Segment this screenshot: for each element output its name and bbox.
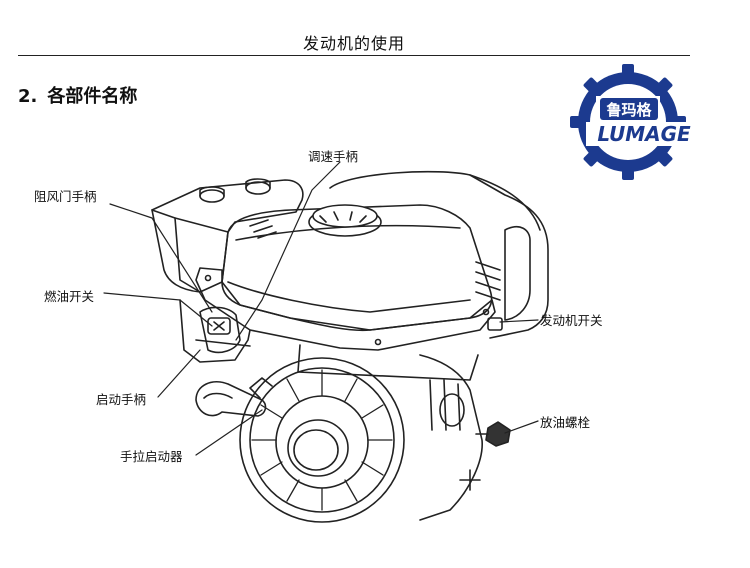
callout-choke-lever: 阻风门手柄 [34,189,97,204]
air-cleaner [151,178,304,293]
callout-start-handle: 启动手柄 [96,392,147,407]
recoil-starter [239,357,405,523]
callout-drain-bolt: 放油螺栓 [540,415,591,430]
engine-block [179,299,483,521]
logo-cn-text: 鲁玛格 [606,101,652,119]
logo-en-text: LUMAGE [597,122,691,146]
section-title: 各部件名称 [47,86,138,107]
rear-housing [329,170,549,339]
callout-recoil-starter: 手拉启动器 [120,449,183,464]
header-rule [18,55,690,56]
section-heading: 2. 各部件名称 [18,82,137,108]
start-handle [195,381,267,417]
page-header-title: 发动机的使用 [302,34,405,53]
lumage-logo: 鲁玛格 LUMAGE [570,64,706,180]
callout-engine-switch: 发动机开关 [540,313,603,328]
callout-throttle-lever: 调速手柄 [308,149,359,164]
drain-bolt [475,421,511,447]
flange-plate [195,267,496,351]
callout-fuel-valve: 燃油开关 [44,289,95,304]
section-number: 2. [18,86,38,107]
fuel-tank [221,204,493,332]
engine-switch [487,317,503,331]
leader-lines [103,161,539,456]
